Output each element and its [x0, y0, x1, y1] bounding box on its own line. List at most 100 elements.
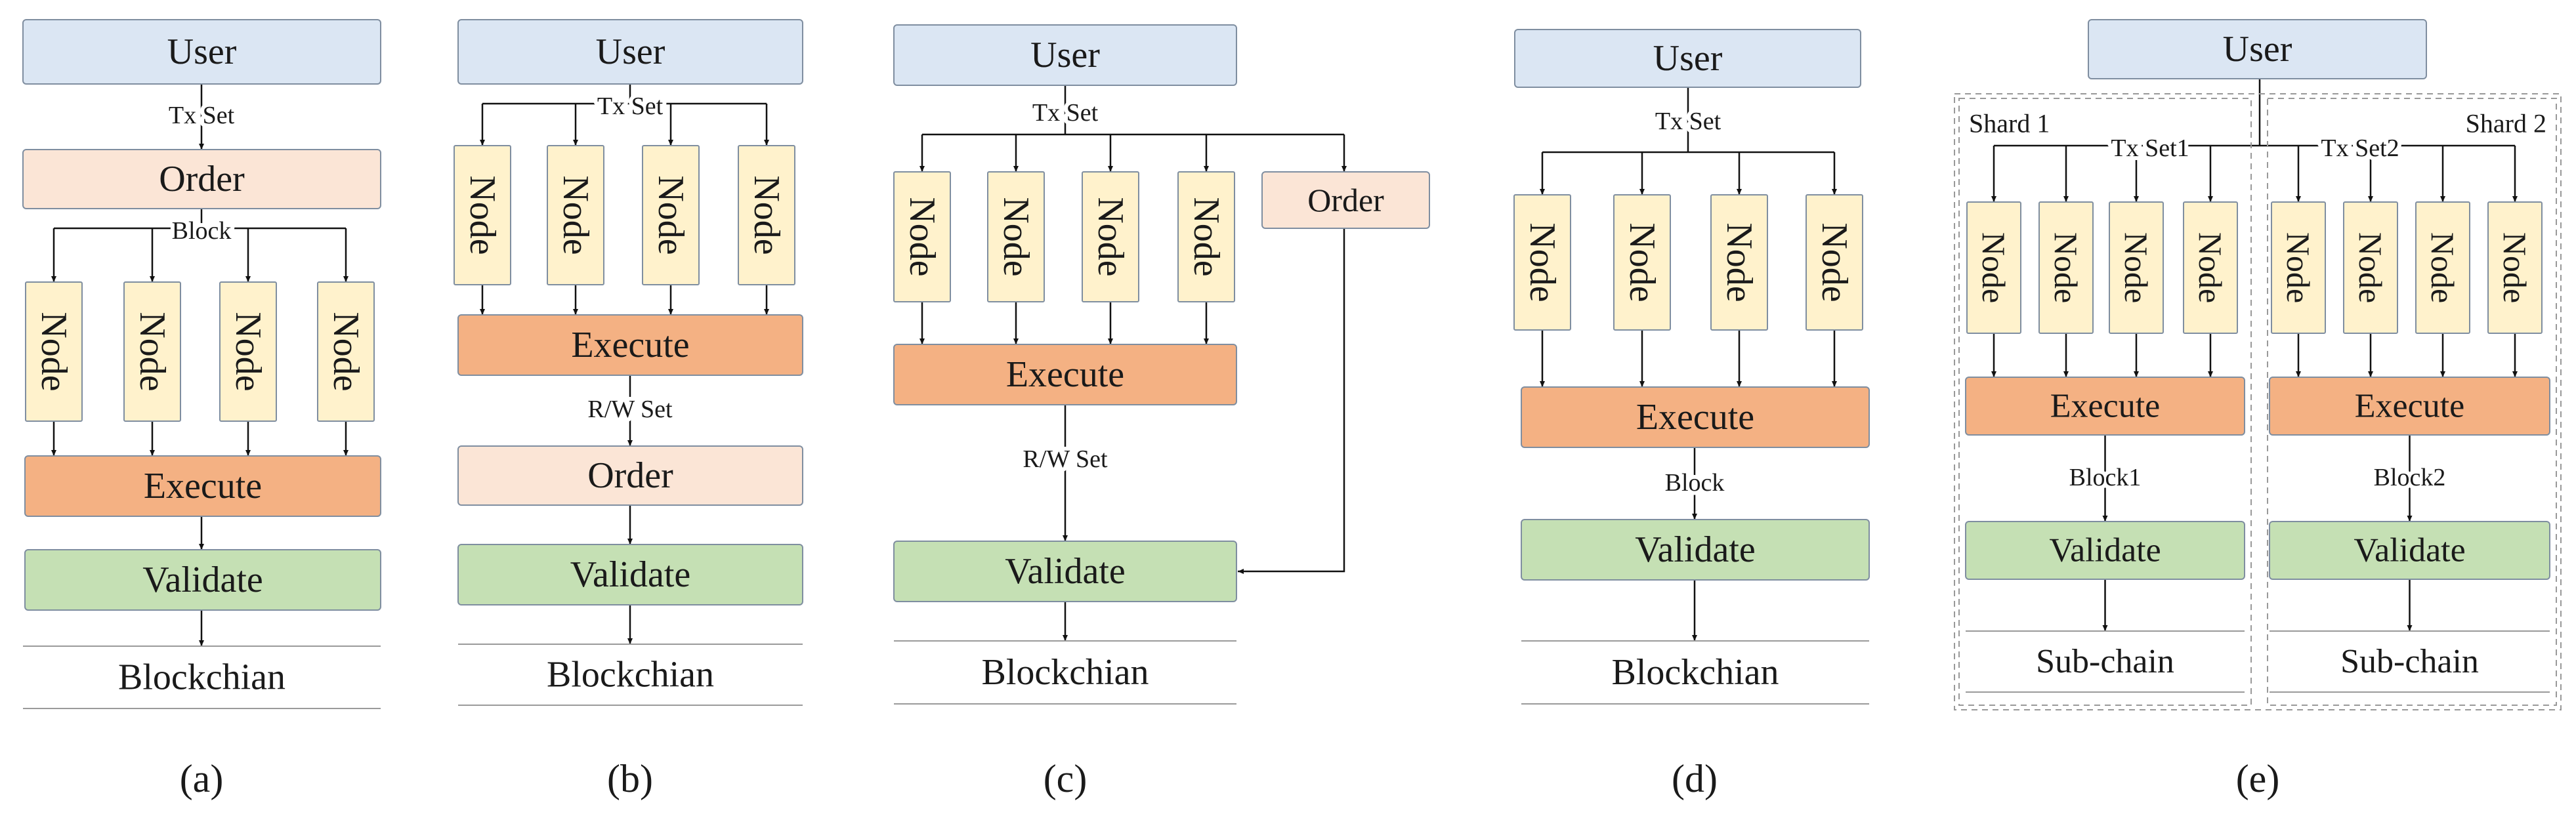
validate-box [457, 544, 803, 605]
execute-box-label: Execute [1006, 354, 1124, 395]
node-label: Node [1975, 232, 2012, 303]
validate-box [1521, 519, 1870, 581]
order-box-label: Order [587, 455, 673, 496]
user-box [893, 24, 1237, 86]
node-box [1710, 194, 1768, 331]
node-label: Node [2192, 232, 2229, 303]
block-label: Block1 [2069, 464, 2142, 491]
node-label: Node [228, 312, 268, 391]
node-box [642, 145, 700, 285]
user-box-label: User [1653, 38, 1723, 79]
node-box [1513, 194, 1571, 331]
validate-box [2269, 521, 2550, 580]
node-label: Node [2424, 232, 2461, 303]
txset-label: Tx Set [1032, 99, 1099, 127]
node-box [547, 145, 604, 285]
txset1-label: Tx Set1 [2111, 134, 2189, 162]
order-box [457, 445, 803, 506]
order-box-label: Order [1307, 182, 1384, 218]
caption-d: (d) [1672, 757, 1718, 800]
validate-box-label: Validate [570, 554, 690, 595]
execute-box [24, 455, 381, 517]
order-box [1261, 171, 1430, 229]
blockchain-label: Blockchian [981, 652, 1149, 693]
block-label: Block2 [2374, 464, 2446, 491]
execute-box [893, 344, 1237, 405]
rwset-label: R/W Set [587, 396, 673, 423]
node-box [219, 281, 277, 422]
node-label: Node [1719, 222, 1760, 302]
node-box [1613, 194, 1671, 331]
validate-box-label: Validate [1635, 529, 1755, 570]
blockchain-label: Sub-chain [2340, 643, 2479, 680]
order-box [22, 149, 381, 209]
user-box [2088, 19, 2427, 79]
node-box [123, 281, 181, 422]
txset-label: Tx Set [1655, 108, 1721, 135]
node-label: Node [326, 312, 366, 391]
node-label: Node [2280, 232, 2317, 303]
txset2-label: Tx Set2 [2321, 134, 2399, 162]
execute-box-label: Execute [2050, 388, 2160, 425]
node-label: Node [1186, 197, 1227, 276]
node-label: Node [462, 175, 503, 255]
node-box [2343, 201, 2398, 334]
caption-a: (a) [180, 757, 224, 800]
user-box [22, 19, 381, 85]
caption-b: (b) [607, 757, 653, 800]
node-box [2038, 201, 2094, 334]
block-label: Block [1665, 469, 1725, 497]
execute-box [1521, 386, 1870, 448]
validate-box [1965, 521, 2245, 580]
node-label: Node [555, 175, 596, 255]
validate-box-label: Validate [1005, 551, 1125, 592]
user-box-label: User [596, 31, 665, 72]
validate-box-label: Validate [142, 560, 263, 600]
node-box [25, 281, 83, 422]
node-box [738, 145, 795, 285]
user-box [457, 19, 803, 85]
node-label: Node [746, 175, 787, 255]
node-box [2271, 201, 2326, 334]
user-box-label: User [167, 31, 237, 72]
validate-box [893, 541, 1237, 602]
node-box [2183, 201, 2238, 334]
validate-box-label: Validate [2354, 532, 2465, 569]
node-label: Node [1090, 197, 1131, 276]
node-box [2109, 201, 2164, 334]
blockchain-label: Sub-chain [2036, 643, 2174, 680]
node-label: Node [2048, 232, 2084, 303]
node-label: Node [2118, 232, 2155, 303]
node-box [2415, 201, 2470, 334]
node-box [987, 171, 1045, 302]
order-to-validate-line [1238, 228, 1345, 574]
node-label: Node [33, 312, 74, 391]
node-box [1805, 194, 1863, 331]
node-box [1082, 171, 1139, 302]
node-label: Node [132, 312, 173, 391]
node-label: Node [1814, 222, 1855, 302]
txset-label: Tx Set [169, 102, 235, 129]
node-box [317, 281, 375, 422]
execute-box [2269, 377, 2550, 436]
execute-box-label: Execute [144, 466, 262, 506]
rwset-label: R/W Set [1023, 445, 1108, 473]
execute-box-label: Execute [1636, 397, 1754, 438]
order-box-label: Order [159, 159, 245, 199]
node-label: Node [1622, 222, 1662, 302]
caption-e: (e) [2236, 757, 2280, 800]
user-box-label: User [2223, 29, 2292, 70]
shard-container-1 [1958, 98, 2252, 706]
txset-label: Tx Set [597, 92, 664, 120]
node-box [1177, 171, 1235, 302]
sharding-outer-container [1954, 93, 2562, 710]
node-label: Node [2352, 232, 2389, 303]
node-box [454, 145, 511, 285]
validate-box-label: Validate [2049, 532, 2161, 569]
node-label: Node [2497, 232, 2533, 303]
caption-c: (c) [1044, 757, 1087, 800]
shard-container-2 [2267, 98, 2557, 706]
block-label: Block [172, 217, 232, 245]
execute-box [457, 314, 803, 376]
